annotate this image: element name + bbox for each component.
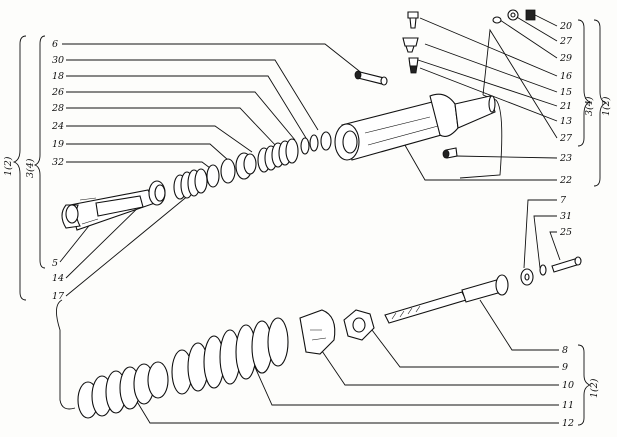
washer-31	[539, 264, 547, 276]
label-19: 19	[52, 139, 64, 150]
spring-large-11	[171, 317, 289, 395]
bracket-left-outer: 1(2)	[3, 156, 14, 176]
label-28: 28	[51, 103, 64, 114]
rod-end-5	[61, 189, 156, 231]
label-20: 20	[559, 21, 572, 32]
right-top-leaders	[401, 13, 558, 181]
label-18: 18	[52, 71, 64, 82]
label-17: 17	[52, 291, 65, 302]
nut-9	[343, 309, 375, 341]
label-27b: 27	[559, 133, 573, 144]
label-31: 31	[560, 211, 572, 222]
label-11: 11	[562, 400, 574, 411]
label-22: 22	[559, 175, 572, 186]
label-21: 21	[559, 101, 572, 112]
label-14: 14	[52, 273, 64, 284]
label-25: 25	[559, 227, 572, 238]
spring-large-12	[77, 361, 169, 419]
label-12: 12	[562, 418, 574, 429]
spring-small-17	[173, 168, 208, 200]
right-top-brackets: 3(4) 1(2)	[577, 19, 612, 187]
washers-group	[206, 152, 257, 188]
label-7: 7	[560, 195, 567, 206]
label-23: 23	[559, 153, 572, 164]
label-16: 16	[560, 71, 572, 82]
label-15: 15	[560, 87, 572, 98]
label-9: 9	[562, 362, 568, 373]
right-bottom-callouts: 8 9 10 11 12 1(2)	[562, 344, 600, 429]
right-mid-callouts: 7 31 25	[523, 195, 572, 269]
label-29: 29	[559, 53, 572, 64]
left-brackets: 1(2) 3(4)	[3, 35, 46, 301]
bolt-long-8	[384, 274, 509, 324]
fasteners-top-right	[402, 9, 536, 159]
cam-plate-10	[299, 309, 336, 355]
label-6: 6	[52, 39, 58, 50]
washer-7	[520, 268, 534, 286]
small-bolt-6	[354, 70, 388, 86]
sleeve-body-22	[334, 93, 496, 161]
label-8: 8	[562, 345, 568, 356]
label-26: 26	[51, 87, 64, 98]
bracket-right-bottom: 1(2)	[589, 378, 600, 398]
label-27a: 27	[559, 36, 573, 47]
bracket-right-top-outer: 1(2)	[601, 96, 612, 116]
right-top-callouts: 20 27 29 16 15 21 13 27 23 22	[559, 21, 573, 186]
bushing-14	[148, 180, 166, 206]
left-callouts: 6 30 18 26 28 24 19 32 5 14 17	[51, 39, 65, 302]
label-10: 10	[562, 380, 574, 391]
label-32: 32	[52, 157, 64, 168]
label-24: 24	[51, 121, 64, 132]
small-rings	[300, 131, 332, 155]
bracket-right-top-inner: 3(4)	[584, 96, 595, 116]
label-5: 5	[52, 258, 58, 269]
spring-medium-24	[257, 138, 299, 173]
bracket-left-inner: 3(4)	[25, 158, 36, 178]
bolt-25	[551, 256, 582, 273]
label-30: 30	[52, 55, 64, 66]
label-13: 13	[560, 116, 572, 127]
